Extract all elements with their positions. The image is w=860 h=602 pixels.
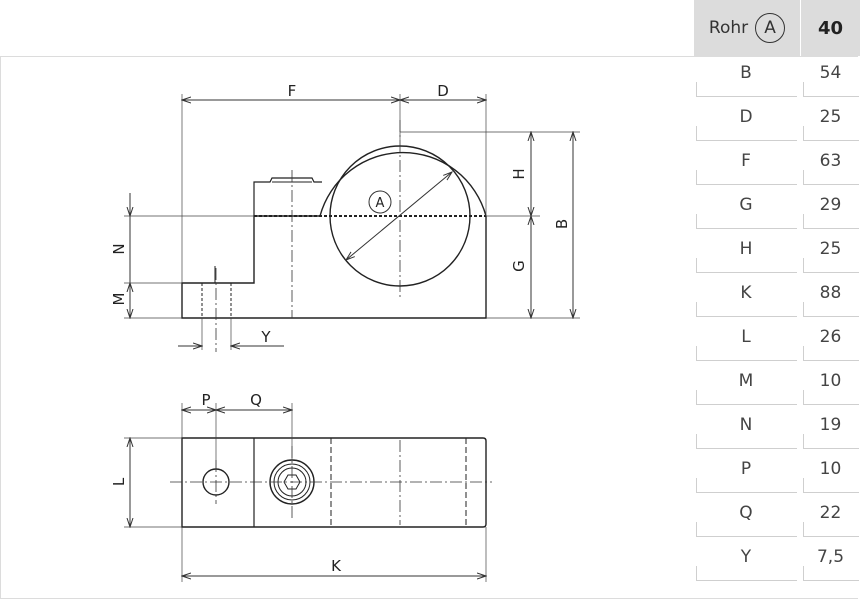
- dimension-key: Y: [740, 547, 752, 567]
- label-F: F: [288, 82, 297, 100]
- dimension-value: 29: [819, 195, 842, 215]
- cell-divider: [803, 522, 859, 537]
- cell-divider: [696, 302, 797, 317]
- dimension-value: 10: [819, 459, 842, 479]
- cell-divider: [803, 434, 859, 449]
- front-view: [181, 145, 487, 319]
- table-row: K 88: [694, 278, 860, 322]
- cell-divider: [696, 214, 797, 229]
- label-A: A: [376, 196, 385, 211]
- table-row: L 26: [694, 322, 860, 366]
- cell-divider: [696, 390, 797, 405]
- dimension-value: 88: [819, 283, 842, 303]
- dimension-value: 54: [819, 63, 842, 83]
- cell-divider: [803, 258, 859, 273]
- cell-divider: [803, 346, 859, 361]
- drawing-svg: A F D H: [110, 82, 580, 582]
- dimension-lines-top: [130, 410, 486, 576]
- cell-divider: [803, 302, 859, 317]
- extension-lines-front: [124, 94, 580, 350]
- dimension-key: N: [739, 415, 753, 435]
- dimension-key: H: [739, 239, 753, 259]
- dimension-key: K: [740, 283, 752, 303]
- cell-divider: [696, 566, 797, 581]
- top-body-outline: [181, 437, 487, 528]
- table-row: Y 7,5: [694, 542, 860, 586]
- header-circle-symbol: A: [755, 13, 786, 43]
- table-row: P 10: [694, 454, 860, 498]
- header-value: 40: [801, 0, 860, 56]
- cell-divider: [803, 170, 859, 185]
- dimension-key: M: [738, 371, 754, 391]
- table-row: B 54: [694, 58, 860, 102]
- dimension-value: 25: [819, 107, 842, 127]
- extension-lines-top: [124, 403, 487, 582]
- dimension-key: P: [740, 459, 752, 479]
- label-Q: Q: [250, 391, 262, 409]
- dimension-value: 10: [819, 371, 842, 391]
- label-G: G: [510, 260, 528, 272]
- cell-divider: [696, 346, 797, 361]
- table-row: G 29: [694, 190, 860, 234]
- center-lines-front: [215, 120, 401, 352]
- dimension-value: 25: [819, 239, 842, 259]
- table-row: N 19: [694, 410, 860, 454]
- dimension-value: 7,5: [816, 547, 845, 567]
- label-B: B: [553, 219, 571, 229]
- label-N: N: [110, 243, 128, 254]
- table-row: H 25: [694, 234, 860, 278]
- dimension-key: L: [741, 327, 751, 347]
- table-row: F 63: [694, 146, 860, 190]
- cell-divider: [803, 478, 859, 493]
- label-P: P: [201, 391, 210, 409]
- cell-divider: [803, 214, 859, 229]
- drawing-frame: [0, 56, 858, 599]
- dimension-key: B: [740, 63, 752, 83]
- cell-divider: [696, 522, 797, 537]
- label-Y: Y: [260, 328, 271, 346]
- cell-divider: [803, 126, 859, 141]
- clamp-body-outline: [181, 151, 487, 319]
- dimension-value: 63: [819, 151, 842, 171]
- header-label-cell: Rohr A: [694, 0, 800, 56]
- cell-divider: [803, 566, 859, 581]
- cell-divider: [696, 478, 797, 493]
- label-D: D: [437, 82, 449, 100]
- dimension-value: 26: [819, 327, 842, 347]
- dimension-key: F: [741, 151, 751, 171]
- table-row: M 10: [694, 366, 860, 410]
- header-label: Rohr: [708, 18, 749, 38]
- cell-divider: [803, 390, 859, 405]
- hex-socket: [283, 474, 301, 490]
- cell-divider: [696, 126, 797, 141]
- cell-divider: [696, 82, 797, 97]
- dimension-lines-front: [130, 100, 573, 346]
- cell-divider: [803, 82, 859, 97]
- label-H: H: [510, 168, 528, 179]
- table-row: D 25: [694, 102, 860, 146]
- label-M: M: [110, 293, 128, 306]
- top-view: [181, 437, 487, 528]
- cell-divider: [696, 258, 797, 273]
- dimension-key: D: [739, 107, 753, 127]
- dimension-value: 19: [819, 415, 842, 435]
- dimension-key: Q: [739, 503, 753, 523]
- dimension-key: G: [739, 195, 753, 215]
- label-K: K: [331, 557, 342, 575]
- table-row: Q 22: [694, 498, 860, 542]
- cell-divider: [696, 170, 797, 185]
- dimension-value: 22: [819, 503, 842, 523]
- label-L: L: [110, 477, 128, 486]
- cell-divider: [696, 434, 797, 449]
